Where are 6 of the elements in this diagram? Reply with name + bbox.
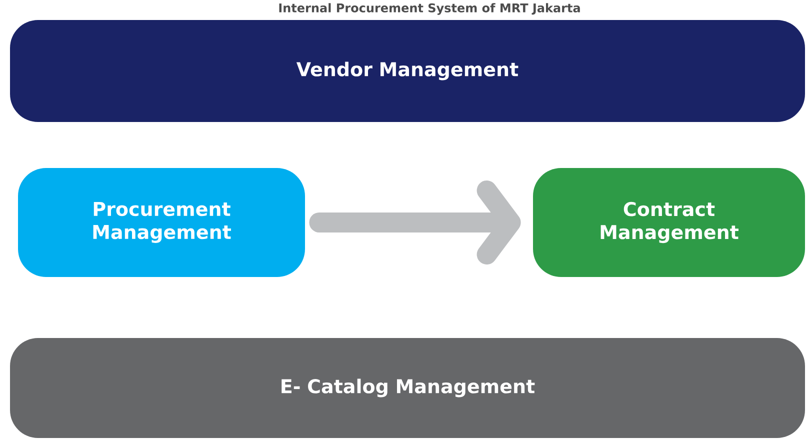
- title: Internal Procurement System of MRT Jakarta: [279, 3, 580, 15]
- process-box: Procurement Management: [18, 168, 305, 277]
- process-box: E- Catalog Management: [10, 338, 805, 438]
- arrow: [309, 180, 521, 264]
- process-box: Vendor Management: [10, 20, 805, 122]
- process-box: Contract Management: [533, 168, 805, 277]
